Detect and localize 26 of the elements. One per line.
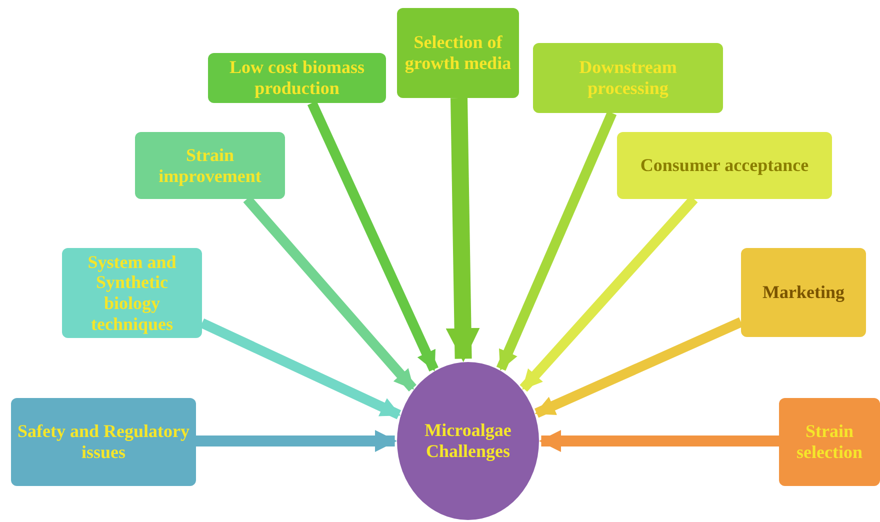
topic-box	[741, 248, 866, 337]
topic-box	[208, 53, 386, 103]
topic-label: Microalgae Challenges	[424, 420, 512, 462]
topic-box	[11, 398, 196, 486]
topic-label: Strain improvement	[158, 144, 262, 186]
topic-label: Safety and Regulatory issues	[16, 421, 190, 463]
arrow	[200, 318, 402, 420]
topic-label: Consumer acceptance	[640, 155, 809, 176]
topic-label: System and Synthetic biology techniques	[86, 252, 178, 334]
topic-box	[135, 132, 285, 199]
topic-box	[397, 8, 519, 98]
topic-label: Selection of growth media	[404, 32, 512, 74]
topic-label: Low cost biomass production	[228, 57, 366, 99]
arrow	[496, 111, 617, 371]
topic-label: Marketing	[762, 282, 844, 303]
topic-label: Downstream processing	[578, 57, 678, 99]
topic-box	[779, 398, 880, 486]
topic-box	[617, 132, 832, 199]
topic-box	[62, 248, 202, 338]
arrow	[539, 430, 779, 452]
topic-label: Strain selection	[796, 421, 864, 463]
arrow	[534, 317, 744, 418]
topic-box	[533, 43, 723, 113]
arrow	[446, 98, 480, 362]
arrow	[196, 430, 397, 452]
arrow	[307, 100, 438, 372]
